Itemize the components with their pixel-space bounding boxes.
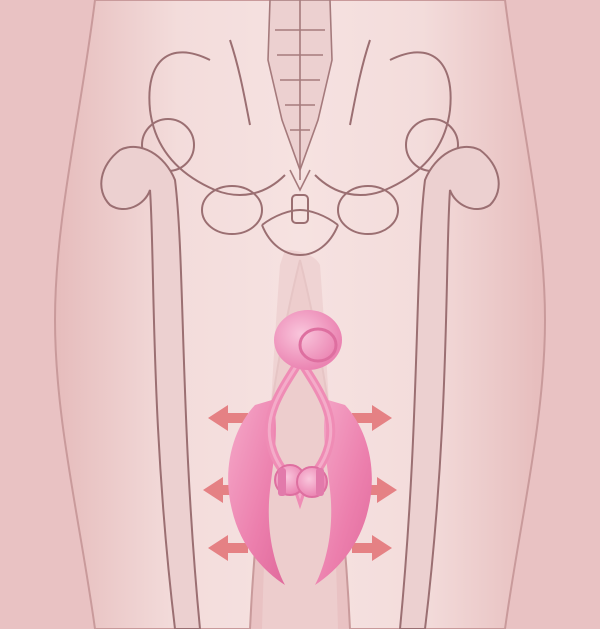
arrow-left-3 xyxy=(208,535,248,561)
device-top-knob xyxy=(274,310,342,370)
arrows-right xyxy=(352,405,397,561)
femur-left xyxy=(100,145,202,629)
femur-right xyxy=(398,145,500,629)
arrow-left-2 xyxy=(203,477,243,503)
arrow-right-1 xyxy=(352,405,392,431)
arrow-right-2 xyxy=(357,477,397,503)
sacrum xyxy=(267,0,333,192)
arrow-right-3 xyxy=(352,535,392,561)
trainer-device xyxy=(228,310,372,585)
arrows-left xyxy=(203,405,248,561)
arrow-left-1 xyxy=(208,405,248,431)
pelvis-bone xyxy=(148,39,452,257)
